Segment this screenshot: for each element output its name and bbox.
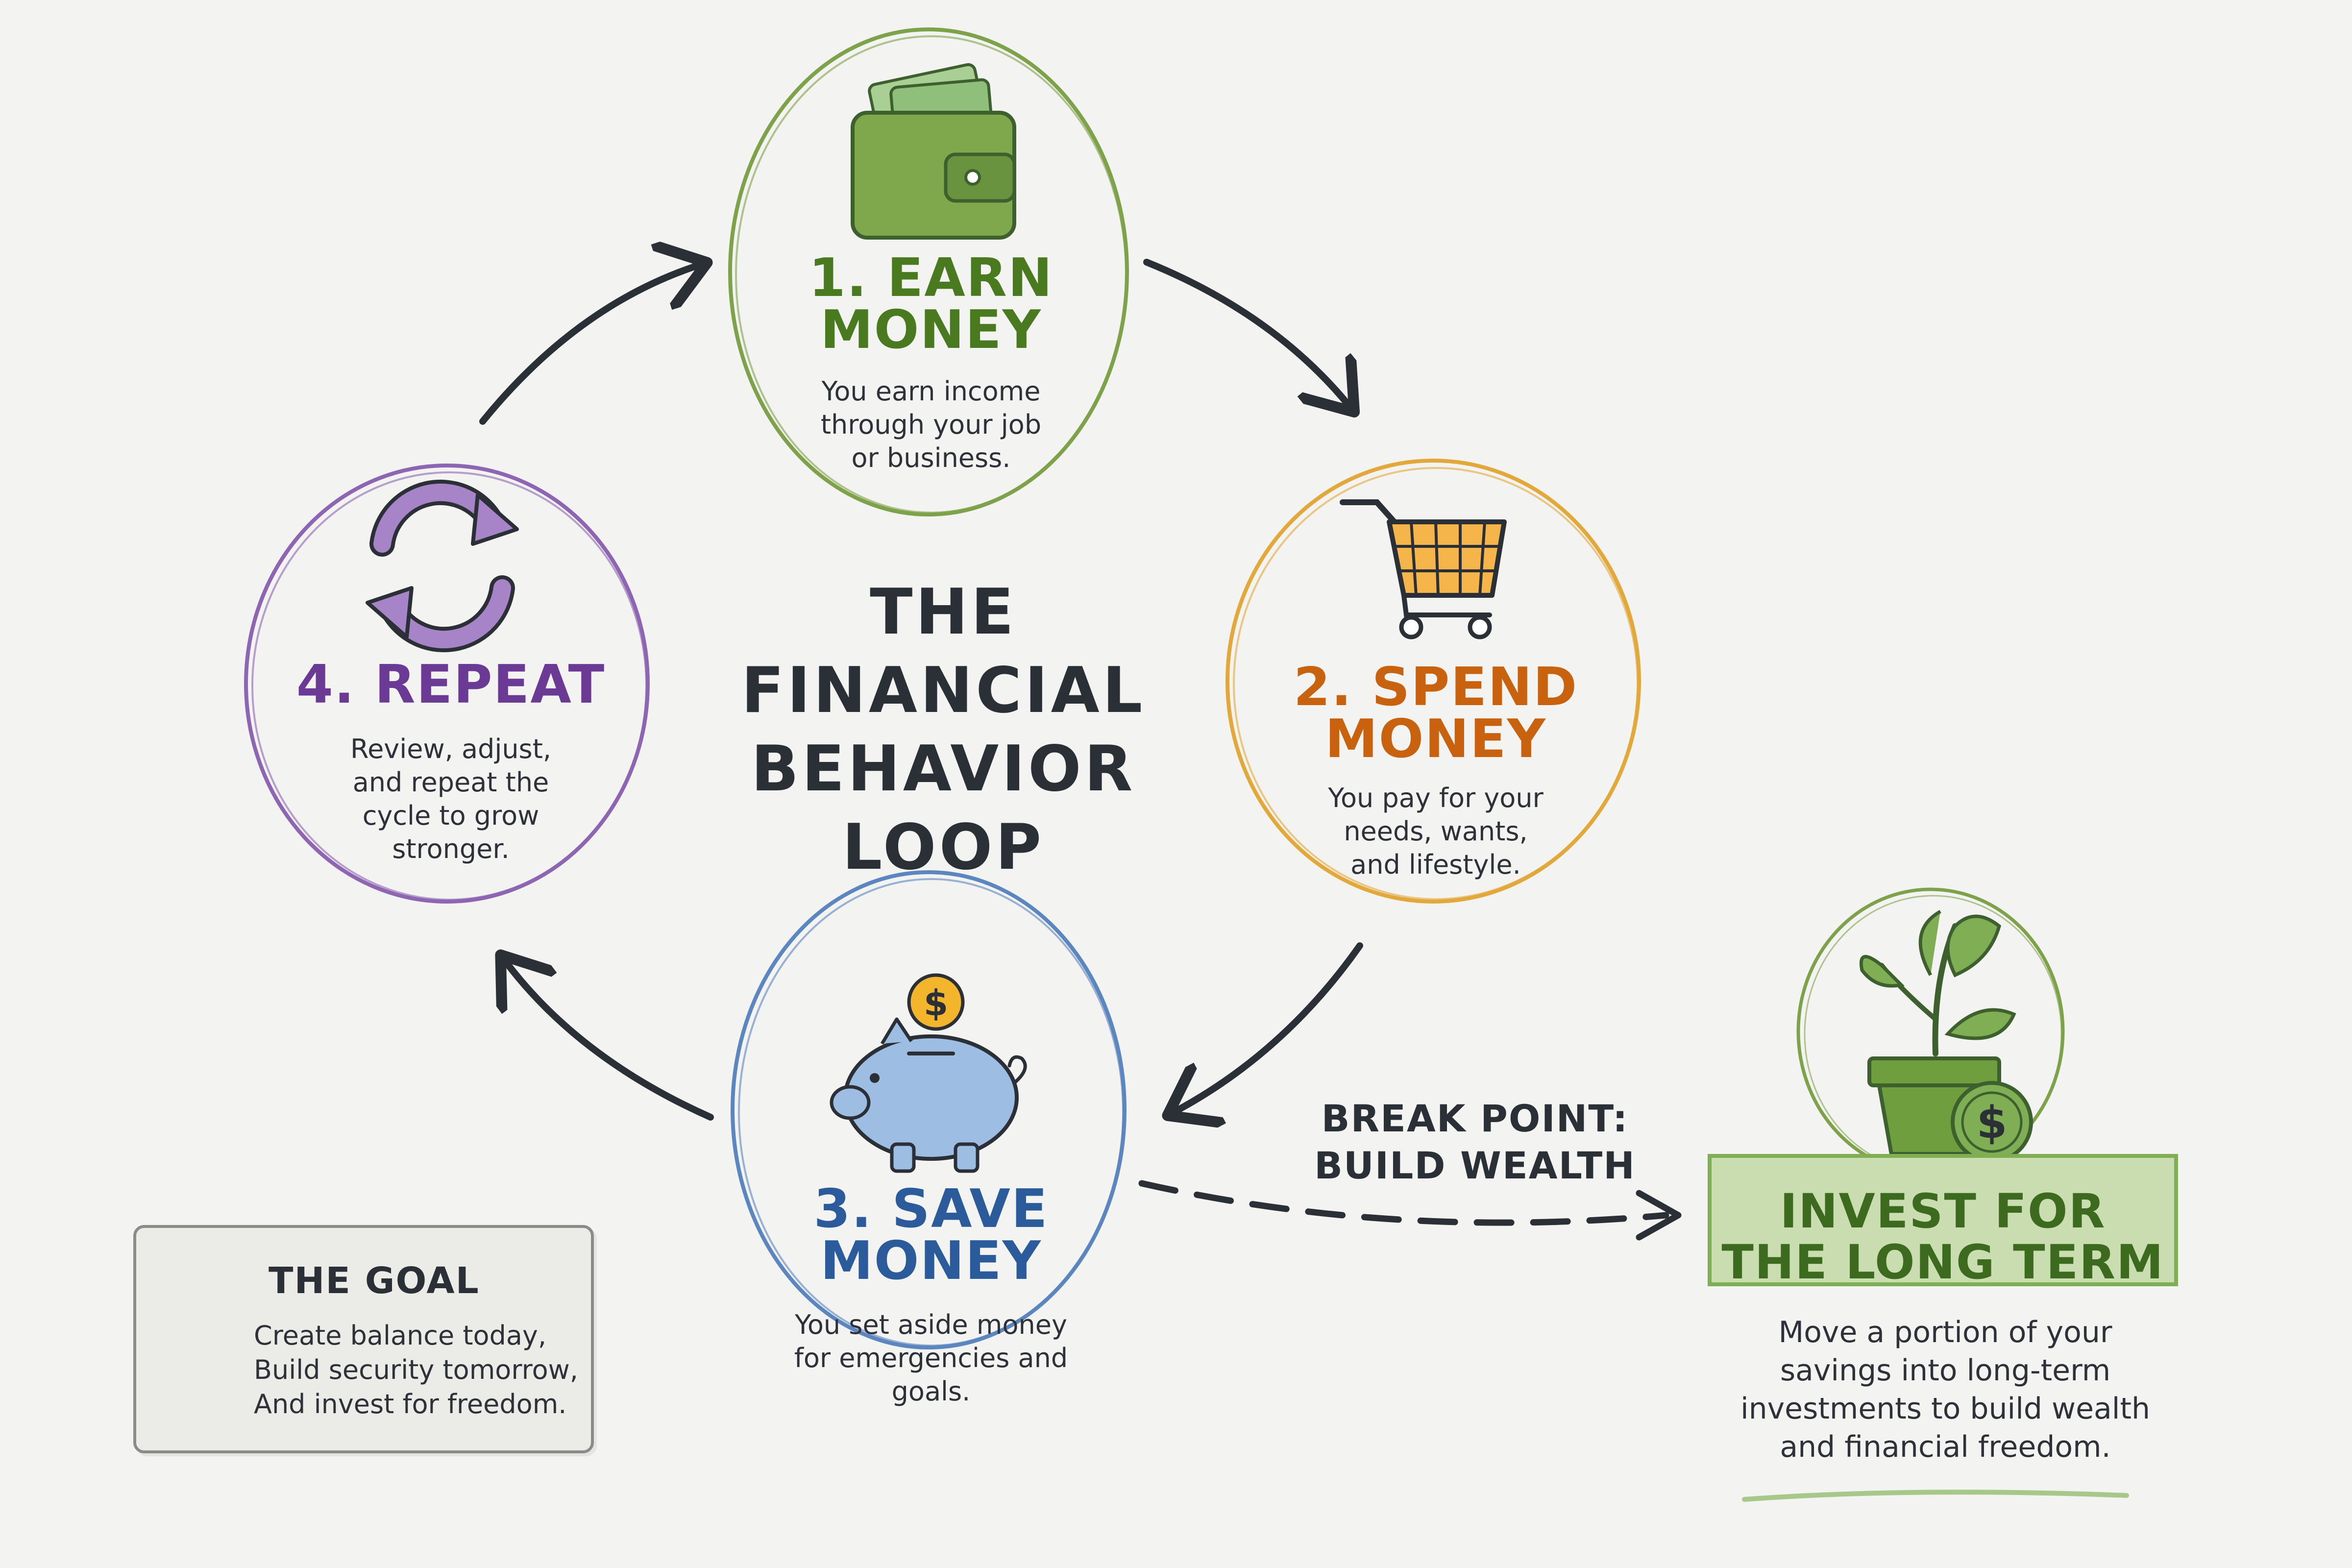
refresh-arrows-icon: [366, 479, 519, 653]
arrow-save-to-repeat: [505, 960, 714, 1121]
plant-pot-icon: $: [1859, 909, 2033, 1163]
arrow-earn-to-spend: [1143, 259, 1350, 407]
invest-description: Move a portion of your savings into long…: [1740, 1315, 2151, 1464]
arrow-spend-to-save: [1174, 942, 1363, 1112]
invest-title: INVEST FOR THE LONG TERM: [1721, 1184, 2164, 1290]
goal-box: THE GOAL Create balance today, Build sec…: [133, 1225, 594, 1453]
save-title: 3. SAVE MONEY: [813, 1178, 1049, 1292]
break-point-label: BREAK POINT: BUILD WEALTH: [1314, 1097, 1636, 1187]
arrow-break-point: [1138, 1180, 1669, 1226]
goal-heading: THE GOAL: [269, 1260, 480, 1302]
spend-ring: [1225, 459, 1641, 904]
spend-description: You pay for your needs, wants, and lifes…: [1328, 783, 1544, 880]
invest-banner: [1708, 1154, 2178, 1286]
svg-text:$: $: [924, 982, 948, 1024]
repeat-description: Review, adjust, and repeat the cycle to …: [350, 734, 552, 864]
save-ring: [731, 870, 1127, 1349]
arrow-repeat-to-earn: [479, 265, 701, 425]
wallet-icon: [851, 63, 1016, 240]
invest-underline: [1742, 1490, 2129, 1502]
earn-description: You earn income through your job or busi…: [820, 376, 1042, 473]
earn-title: 1. EARN MONEY: [808, 247, 1054, 361]
piggy-bank-icon: $: [830, 973, 1027, 1173]
earn-ring: [728, 27, 1129, 516]
arrow-break-point-head: [1636, 1190, 1682, 1241]
goal-text: Create balance today, Build security tom…: [254, 1320, 578, 1420]
repeat-title: 4. REPEAT: [296, 654, 606, 715]
spend-title: 2. SPEND MONEY: [1293, 657, 1578, 770]
repeat-ring: [244, 464, 650, 904]
svg-text:$: $: [1977, 1097, 2008, 1149]
shopping-cart-icon: [1340, 499, 1507, 639]
save-description: You set aside money for emergencies and …: [794, 1309, 1068, 1407]
diagram-title: THE FINANCIAL BEHAVIOR LOOP: [741, 576, 1146, 884]
